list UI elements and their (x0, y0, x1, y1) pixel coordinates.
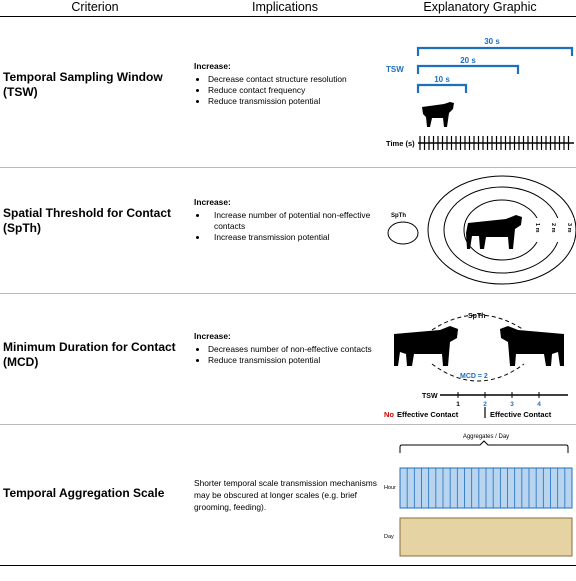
bar-label-30s: 30 s (484, 37, 500, 46)
implications-mcd: Increase: Decreases number of non-effect… (194, 331, 384, 366)
tsw-bars (416, 46, 574, 93)
bar-label-20s: 20 s (460, 56, 476, 65)
ring-label-2: 2 m (550, 223, 556, 233)
cow-icon (422, 102, 454, 127)
ring-label-mask (532, 218, 574, 242)
spth-graphic: SpTh 1 m 2 m 3 m (387, 175, 576, 285)
implications-lead: Increase: (194, 61, 231, 71)
ring-label-1: 1 m (534, 223, 540, 233)
time-ticks (419, 136, 570, 150)
row-tsw: Temporal Sampling Window (TSW) Increase:… (0, 17, 576, 167)
row-rule (0, 293, 576, 294)
tsw-label: TSW (422, 393, 438, 400)
no-effective-text: Effective Contact (397, 410, 459, 419)
spth-label: SpTh (468, 313, 486, 320)
list-item: Reduce transmission potential (208, 355, 384, 366)
aggregation-brace (399, 440, 569, 453)
cow-icon (466, 215, 522, 249)
list-item: Reduce contact frequency (208, 85, 384, 96)
hour-dividers (406, 468, 566, 508)
tick-label-4: 4 (537, 401, 541, 408)
bar-label-10s: 10 s (434, 75, 450, 84)
bar-30s (416, 46, 574, 56)
bar-20s (416, 64, 520, 74)
list-item: Decrease contact structure resolution (208, 74, 384, 85)
header-criterion: Criterion (71, 0, 119, 14)
time-label: Time (s) (386, 139, 415, 148)
aggregation-graphic: Aggregates / Day Hour Day (384, 434, 573, 557)
hour-label: Hour (384, 485, 396, 491)
implications-text: Shorter temporal scale transmission mech… (194, 478, 377, 512)
implications-aggregation: Shorter temporal scale transmission mech… (194, 477, 379, 513)
spth-arc-bottom (431, 363, 525, 382)
header-implications: Implications (252, 0, 318, 14)
list-item: Increase number of potential non-effecti… (208, 210, 384, 232)
list-item: Reduce transmission potential (208, 96, 384, 107)
spth-ring (387, 221, 419, 245)
implications-lead: Increase: (194, 331, 231, 341)
row-spth: Spatial Threshold for Contact (SpTh) Inc… (0, 168, 576, 293)
tick-label-3: 3 (510, 401, 514, 408)
row-rule (0, 424, 576, 425)
no-word: No (384, 410, 394, 419)
bar-10s (416, 83, 468, 93)
cow-icon (500, 326, 564, 366)
row-mcd: Minimum Duration for Contact (MCD) Incre… (0, 294, 576, 424)
cow-icon (394, 326, 458, 366)
tsw-ticks (457, 392, 540, 398)
tick-label-1: 1 (456, 401, 460, 408)
list-item: Increase transmission potential (208, 232, 384, 243)
header-rule (0, 16, 576, 17)
criterion-tsw: Temporal Sampling Window (TSW) (3, 70, 163, 99)
implications-list: Decrease contact structure resolution Re… (194, 74, 384, 107)
aggregation-title: Aggregates / Day (463, 434, 509, 440)
implications-tsw: Increase: Decrease contact structure res… (194, 61, 384, 107)
tsw-label: TSW (386, 65, 404, 74)
criterion-mcd: Minimum Duration for Contact (MCD) (3, 340, 176, 369)
row-aggregation: Temporal Aggregation Scale Shorter tempo… (0, 425, 576, 565)
implications-list: Decreases number of non-effective contac… (194, 344, 384, 366)
criterion-aggregation: Temporal Aggregation Scale (3, 486, 165, 500)
day-bar (399, 517, 573, 557)
header-graphic: Explanatory Graphic (423, 0, 537, 14)
mcd-label: MCD = 2 (460, 373, 488, 380)
day-label: Day (384, 534, 394, 540)
table-bottom-rule (0, 565, 576, 566)
spth-label: SpTh (391, 213, 406, 219)
ring-label-3: 3 m (566, 223, 572, 233)
criterion-spth: Spatial Threshold for Contact (SpTh) (3, 206, 172, 235)
implications-list: Increase number of potential non-effecti… (194, 210, 384, 243)
spth-arc-top (431, 314, 525, 331)
list-item: Decreases number of non-effective contac… (208, 344, 384, 355)
effective-label: Effective Contact (490, 410, 552, 419)
tick-label-2: 2 (483, 401, 487, 408)
implications-spth: Increase: Increase number of potential n… (194, 197, 384, 243)
row-rule (0, 167, 576, 168)
tsw-graphic: 30 s 20 s 10 s TSW Time (s) (386, 37, 574, 150)
implications-lead: Increase: (194, 197, 231, 207)
